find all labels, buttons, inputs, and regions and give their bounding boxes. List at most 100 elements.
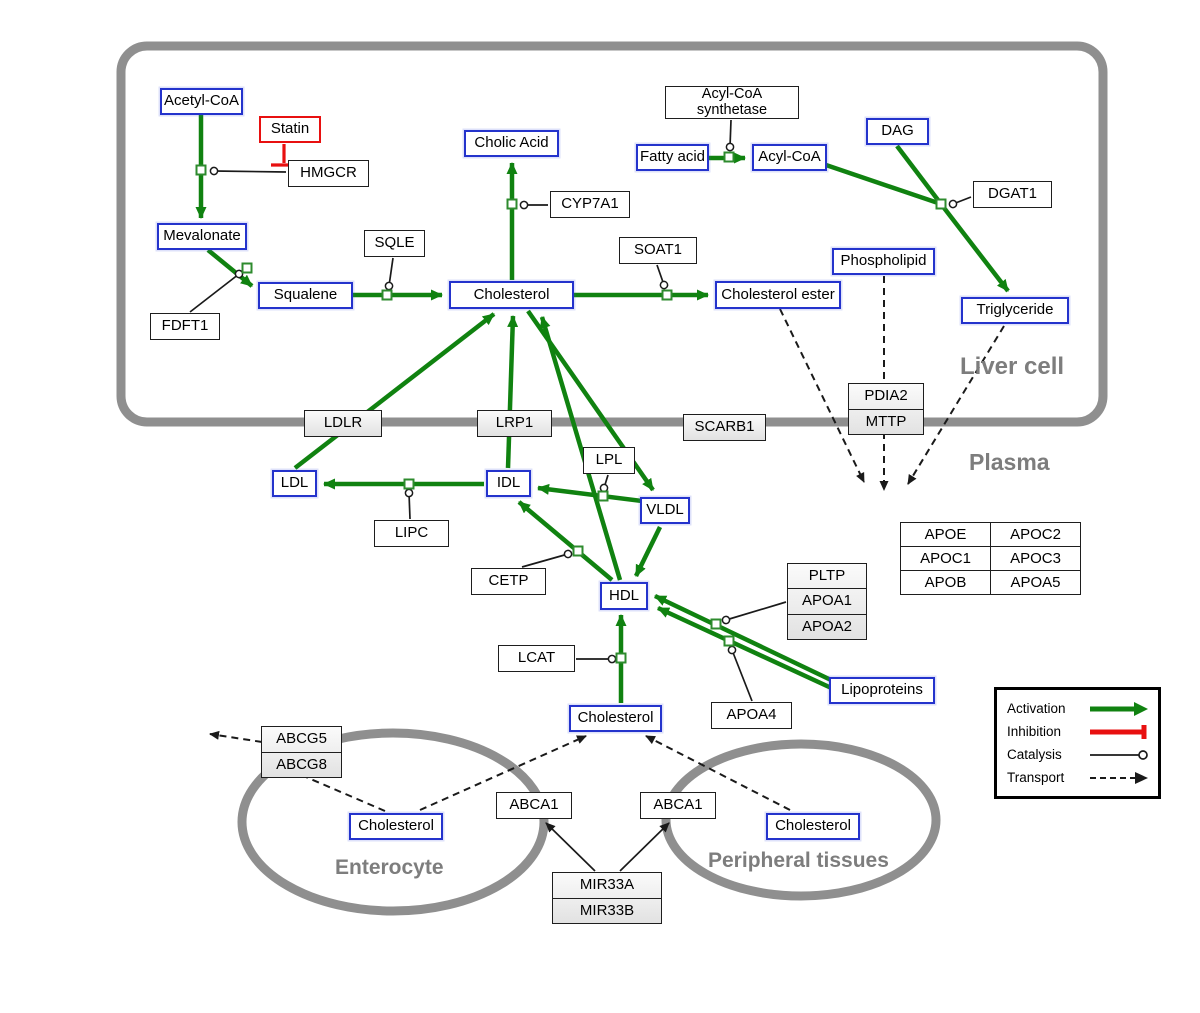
node-fdft1[interactable]: FDFT1 — [150, 313, 220, 340]
edge-vldl-hdl — [633, 526, 663, 577]
node-cholesterol-enterocyte[interactable]: Cholesterol — [349, 813, 443, 840]
node-cholesterol-ester[interactable]: Cholesterol ester — [715, 281, 841, 309]
reaction-node-dgat1 — [935, 198, 947, 210]
activation-arrow-icon — [1090, 701, 1148, 716]
node-idl[interactable]: IDL — [486, 470, 531, 497]
node-sqle[interactable]: SQLE — [364, 230, 425, 257]
node-lcat[interactable]: LCAT — [498, 645, 575, 672]
node-pltp[interactable]: PLTP — [808, 566, 846, 584]
node-cholesterol-plasma[interactable]: Cholesterol — [569, 705, 662, 732]
node-triglyceride[interactable]: Triglyceride — [961, 297, 1069, 324]
edge-lipc-catalysis — [404, 488, 414, 520]
node-lipc[interactable]: LIPC — [374, 520, 449, 547]
peripheral-tissues-label: Peripheral tissues — [708, 849, 889, 872]
node-cetp[interactable]: CETP — [471, 568, 546, 595]
node-apoa1[interactable]: APOA1 — [788, 588, 866, 613]
reaction-node-acylcoa-synthetase — [723, 151, 735, 163]
edge-mir33-abca1-right — [619, 822, 670, 872]
edge-lpl-catalysis — [599, 474, 609, 493]
edge-pltp-apoa-catalysis — [721, 601, 787, 625]
reaction-node-cetp — [572, 545, 584, 557]
node-apoa2[interactable]: APOA2 — [788, 613, 866, 639]
node-abca1-enterocyte[interactable]: ABCA1 — [496, 792, 572, 819]
legend-transport-label: Transport — [1007, 770, 1065, 785]
enterocyte-outline — [237, 728, 549, 916]
node-pltp-apoa-complex: PLTP APOA1 APOA2 — [787, 563, 867, 640]
node-fatty-acid[interactable]: Fatty acid — [636, 144, 709, 171]
reaction-node-pltp — [710, 618, 722, 630]
node-acyl-coa-synthetase[interactable]: Acyl-CoA synthetase — [665, 86, 799, 119]
node-lrp1[interactable]: LRP1 — [477, 410, 552, 437]
node-soat1[interactable]: SOAT1 — [619, 237, 697, 264]
node-statin[interactable]: Statin — [259, 116, 321, 143]
node-cholesterol-peripheral[interactable]: Cholesterol — [766, 813, 860, 840]
legend-catalysis-row: Catalysis — [1007, 743, 1150, 766]
node-ldlr[interactable]: LDLR — [304, 410, 382, 437]
node-squalene[interactable]: Squalene — [258, 282, 353, 309]
node-mttp[interactable]: MTTP — [849, 408, 923, 435]
legend-catalysis-label: Catalysis — [1007, 747, 1062, 762]
node-apoe[interactable]: APOE — [900, 522, 991, 547]
edge-lipoproteins-hdl-lower — [657, 605, 841, 695]
node-phospholipid[interactable]: Phospholipid — [832, 248, 935, 275]
edge-dgat1-catalysis — [948, 196, 972, 209]
legend-activation-row: Activation — [1007, 697, 1150, 720]
node-hmgcr[interactable]: HMGCR — [288, 160, 369, 187]
apolipoprotein-table: APOE APOC2 APOC1 APOC3 APOB APOA5 — [900, 522, 1081, 595]
node-pdia2[interactable]: PDIA2 — [864, 387, 908, 404]
node-acyl-coa[interactable]: Acyl-CoA — [752, 144, 827, 171]
node-cholesterol-liver[interactable]: Cholesterol — [449, 281, 574, 309]
edge-ldl-cholesterol-via-ldlr — [293, 312, 496, 470]
acyl-coa-synthetase-line1: Acyl-CoA — [701, 85, 763, 102]
reaction-node-hmgcr — [195, 164, 207, 176]
node-abca1-peripheral[interactable]: ABCA1 — [640, 792, 716, 819]
edge-hdl-cholesterol — [539, 316, 623, 581]
node-scarb1[interactable]: SCARB1 — [683, 414, 766, 441]
node-abcg8[interactable]: ABCG8 — [262, 751, 341, 778]
reaction-node-apoa4 — [723, 635, 735, 647]
edge-mevalonate-squalene — [206, 248, 254, 288]
node-vldl[interactable]: VLDL — [640, 497, 690, 524]
node-cyp7a1[interactable]: CYP7A1 — [550, 191, 630, 218]
node-ldl[interactable]: LDL — [272, 470, 317, 497]
reaction-node-lipc — [403, 478, 415, 490]
node-dgat1[interactable]: DGAT1 — [973, 181, 1052, 208]
legend-transport-row: Transport — [1007, 766, 1150, 789]
reaction-node-lpl — [597, 490, 609, 502]
node-abcg5[interactable]: ABCG5 — [276, 730, 327, 747]
node-hdl[interactable]: HDL — [600, 582, 648, 610]
node-mir33a[interactable]: MIR33A — [579, 876, 635, 893]
inhibition-tbar-icon — [1090, 724, 1147, 739]
liver-cell-outline — [116, 41, 1108, 427]
peripheral-tissues-outline — [661, 739, 941, 901]
node-abcg-complex: ABCG5 ABCG8 — [261, 726, 342, 778]
catalysis-circle-icon — [1090, 749, 1148, 760]
node-apoc2[interactable]: APOC2 — [990, 522, 1081, 547]
node-apoc1[interactable]: APOC1 — [900, 546, 991, 571]
node-dag[interactable]: DAG — [866, 118, 929, 145]
node-mir33b[interactable]: MIR33B — [553, 897, 661, 924]
node-apoc3[interactable]: APOC3 — [990, 546, 1081, 571]
edge-lipoproteins-hdl-upper — [654, 593, 832, 683]
legend-inhibition-row: Inhibition — [1007, 720, 1150, 743]
node-pdia2-mttp-complex: PDIA2 MTTP — [848, 383, 924, 435]
node-mir33-complex: MIR33A MIR33B — [552, 872, 662, 924]
transport-dashed-arrow-icon — [1090, 771, 1148, 784]
edge-fdft1-catalysis — [189, 269, 244, 313]
edge-apoa4-catalysis — [727, 645, 753, 702]
node-apob[interactable]: APOB — [900, 570, 991, 595]
acyl-coa-synthetase-line2: synthetase — [696, 101, 768, 118]
node-mevalonate[interactable]: Mevalonate — [157, 223, 247, 250]
edge-hmgcr-catalysis — [209, 166, 287, 176]
node-apoa5[interactable]: APOA5 — [990, 570, 1081, 595]
edge-soat1-catalysis — [656, 264, 669, 290]
node-lpl[interactable]: LPL — [583, 447, 635, 474]
node-lipoproteins[interactable]: Lipoproteins — [829, 677, 935, 704]
edge-dag-junction — [895, 144, 943, 206]
node-apoa4[interactable]: APOA4 — [711, 702, 792, 729]
node-cholic-acid[interactable]: Cholic Acid — [464, 130, 559, 157]
edge-mir33-abca1-left — [545, 822, 596, 872]
reaction-node-lcat — [615, 652, 627, 664]
node-acetyl-coa[interactable]: Acetyl-CoA — [160, 88, 243, 115]
